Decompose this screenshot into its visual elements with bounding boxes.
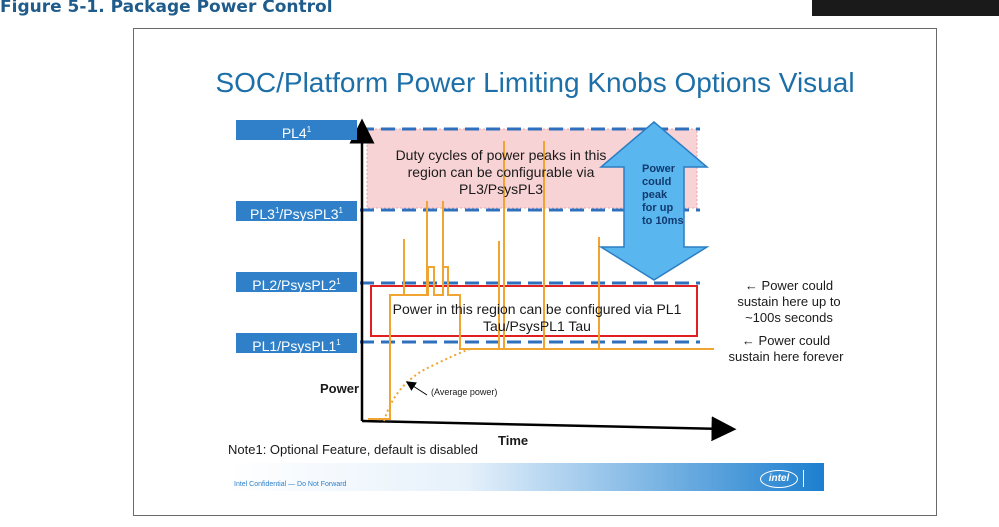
figure-title: Figure 5-1. Package Power Control <box>0 0 333 17</box>
x-axis-label: Time <box>498 433 529 448</box>
pl3-region-text: Duty cycles of power peaks in this regio… <box>395 147 607 197</box>
power-diagram <box>349 118 737 442</box>
avg-pointer-arrow <box>405 381 428 396</box>
footer-bar <box>228 463 824 491</box>
average-power-curve <box>383 348 471 422</box>
level-pl1: PL1/PsysPL11 <box>236 333 357 354</box>
slide: SOC/Platform Power Limiting Knobs Option… <box>133 28 937 516</box>
sustain-note-pl2: ← Power could sustain here up to ~100s s… <box>737 278 841 325</box>
level-pl2: PL2/PsysPL21 <box>236 272 357 293</box>
average-power-label: (Average power) <box>431 387 498 397</box>
logo-divider <box>803 470 804 487</box>
x-axis <box>361 416 737 442</box>
top-right-bar <box>812 0 999 16</box>
level-pl4: PL41 <box>236 120 357 141</box>
peak-arrow-text: Power could peak for up to 10ms <box>642 163 684 227</box>
intel-logo-icon: intel <box>760 470 798 488</box>
pl1-region-text: Power in this region can be configured v… <box>392 301 682 334</box>
sustain-note-pl1: ← Power could sustain here forever <box>728 333 844 364</box>
level-pl3: PL31/PsysPL31 <box>236 201 357 222</box>
confidential-notice: Intel Confidential — Do Not Forward <box>234 481 347 488</box>
power-waveform <box>368 266 714 420</box>
pl1-tau-region <box>370 285 698 337</box>
footnote: Note1: Optional Feature, default is disa… <box>228 442 479 457</box>
peak-duration-arrow <box>598 121 710 281</box>
y-axis-label: Power <box>320 381 360 396</box>
slide-title: SOC/Platform Power Limiting Knobs Option… <box>215 67 855 98</box>
